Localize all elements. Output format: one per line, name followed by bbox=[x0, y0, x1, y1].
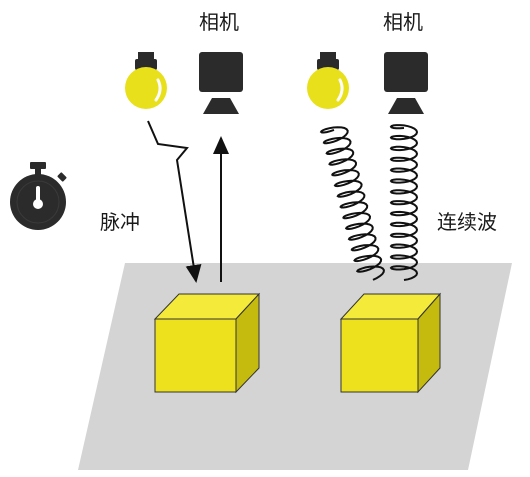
continuous-wave-emit bbox=[319, 126, 385, 281]
pulse-path bbox=[147, 120, 202, 283]
cube-right bbox=[339, 292, 442, 394]
lightbulb-icon bbox=[123, 50, 169, 111]
camera-icon bbox=[199, 52, 243, 114]
camera-label-left: 相机 bbox=[199, 10, 239, 34]
camera-icon bbox=[384, 52, 428, 114]
continuous-wave-label: 连续波 bbox=[437, 210, 497, 234]
stopwatch-icon bbox=[10, 162, 67, 230]
lightbulb-icon bbox=[305, 50, 351, 111]
cube-left bbox=[153, 292, 261, 394]
camera-label-right: 相机 bbox=[383, 10, 423, 34]
floor-plane bbox=[78, 263, 512, 470]
pulse-label: 脉冲 bbox=[100, 210, 140, 234]
continuous-wave-return bbox=[389, 124, 419, 281]
